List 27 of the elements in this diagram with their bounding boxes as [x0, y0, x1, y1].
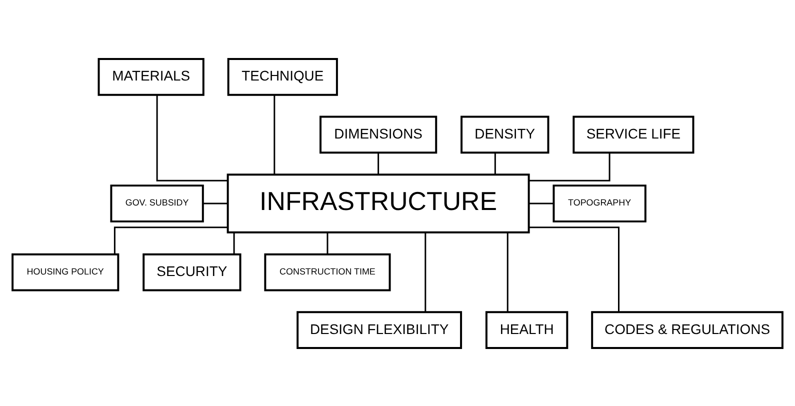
connector	[378, 152, 380, 174]
connector	[156, 94, 228, 181]
node-box: GOV. SUBSIDY	[110, 184, 204, 222]
node-box: SERVICE LIFE	[572, 115, 694, 154]
node-box: DENSITY	[460, 115, 550, 154]
node-box: INFRASTRUCTURE	[226, 173, 530, 233]
connector	[494, 152, 496, 174]
connector	[274, 94, 276, 174]
connector	[528, 202, 554, 204]
connector	[528, 152, 610, 181]
connector	[326, 232, 328, 254]
connector	[506, 232, 508, 312]
node-box: HOUSING POLICY	[12, 252, 120, 291]
connector	[203, 202, 228, 204]
connector	[114, 226, 228, 254]
node-box: HEALTH	[485, 310, 568, 349]
node-box: DIMENSIONS	[320, 115, 438, 154]
node-box: TOPOGRAPHY	[552, 184, 646, 222]
connector	[424, 232, 426, 312]
node-box: SECURITY	[142, 252, 242, 291]
connector	[233, 232, 235, 254]
connector	[528, 226, 620, 312]
node-box: MATERIALS	[98, 57, 204, 96]
node-box: DESIGN FLEXIBILITY	[296, 310, 462, 349]
node-box: CODES & REGULATIONS	[591, 310, 784, 349]
node-box: TECHNIQUE	[227, 57, 338, 96]
node-box: CONSTRUCTION TIME	[264, 252, 391, 291]
